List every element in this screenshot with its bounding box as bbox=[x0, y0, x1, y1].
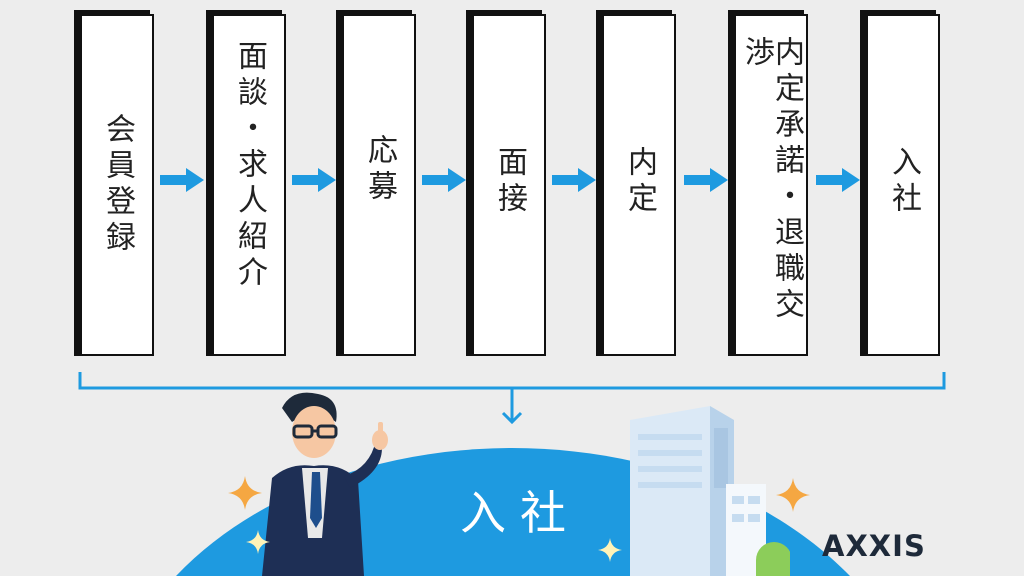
step-interview: 面接 bbox=[466, 10, 548, 360]
step-label: 内定承諾・退職交渉 bbox=[739, 36, 804, 324]
sparkle-icon bbox=[228, 476, 262, 510]
step-application: 応募 bbox=[336, 10, 418, 360]
arrow-right-icon bbox=[816, 168, 860, 192]
sparkle-icon bbox=[776, 478, 810, 512]
step-label: 面接 bbox=[492, 146, 527, 218]
sparkle-icon bbox=[246, 530, 270, 554]
step-joining: 入社 bbox=[860, 10, 942, 360]
sparkle-icon bbox=[598, 538, 622, 562]
brand-logo: AXXIS bbox=[822, 529, 926, 563]
step-label: 応募 bbox=[362, 134, 397, 206]
step-offer-acceptance-resignation: 内定承諾・退職交渉 bbox=[728, 10, 810, 360]
bracket-connector bbox=[78, 372, 946, 425]
arrow-right-icon bbox=[422, 168, 466, 192]
arrow-right-icon bbox=[552, 168, 596, 192]
step-label: 面談・求人紹介 bbox=[232, 40, 267, 292]
arrow-right-icon bbox=[684, 168, 728, 192]
step-offer: 内定 bbox=[596, 10, 678, 360]
step-member-registration: 会員登録 bbox=[74, 10, 156, 360]
arrow-right-icon bbox=[160, 168, 204, 192]
building-illustration bbox=[630, 406, 790, 576]
step-interview-job-introduction: 面談・求人紹介 bbox=[206, 10, 288, 360]
result-title: 入社 bbox=[460, 486, 580, 540]
step-label: 内定 bbox=[622, 146, 657, 218]
step-label: 入社 bbox=[886, 146, 921, 218]
step-label: 会員登録 bbox=[100, 113, 135, 257]
arrow-right-icon bbox=[292, 168, 336, 192]
businessman-illustration bbox=[262, 392, 388, 576]
